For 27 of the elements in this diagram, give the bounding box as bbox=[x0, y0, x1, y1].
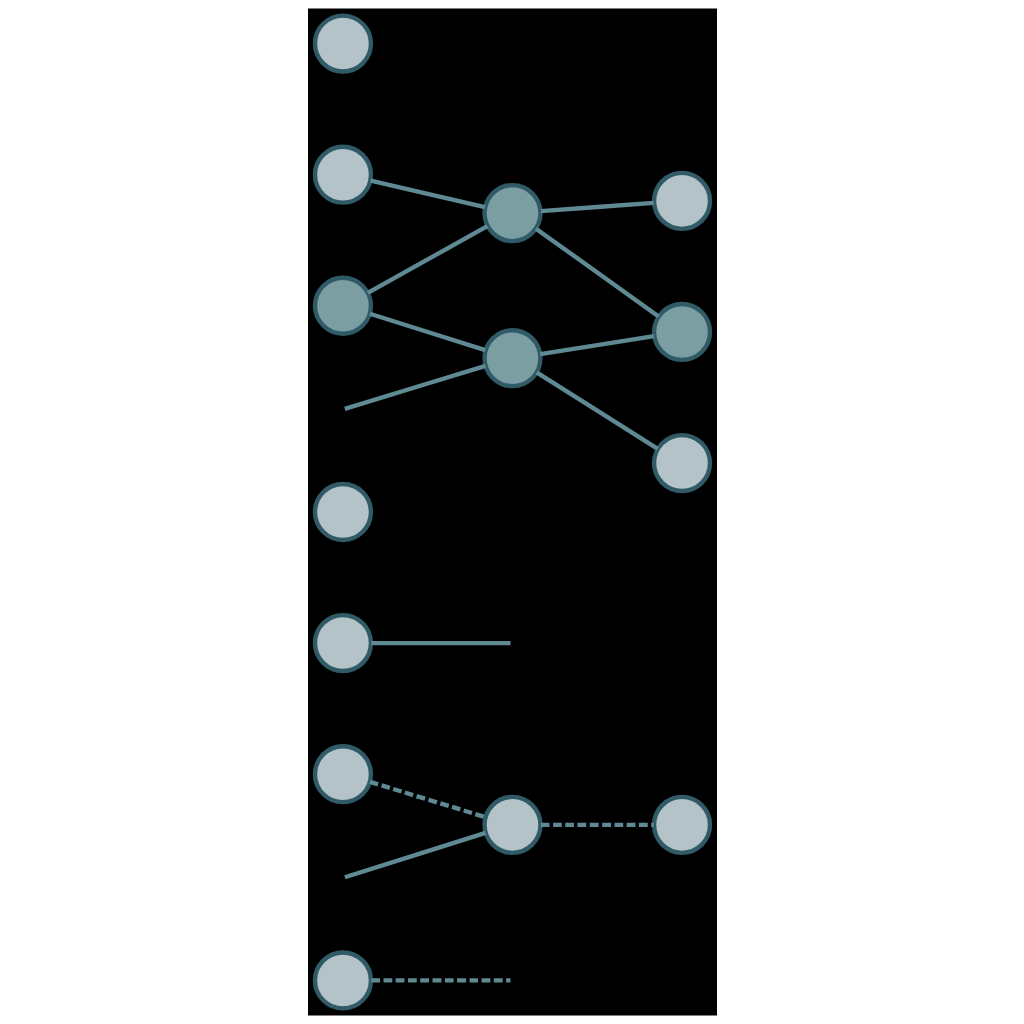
node-circle bbox=[481, 794, 543, 855]
connector bbox=[370, 640, 510, 646]
node-circle bbox=[651, 170, 712, 232]
connector bbox=[534, 370, 659, 451]
node-circle bbox=[312, 481, 373, 543]
connector bbox=[368, 779, 486, 820]
node-circle bbox=[481, 182, 543, 244]
connector bbox=[534, 226, 660, 319]
connector bbox=[540, 822, 654, 828]
connector bbox=[343, 830, 486, 880]
node-circle bbox=[651, 794, 712, 855]
node-circle bbox=[312, 275, 373, 336]
node-circle bbox=[651, 301, 712, 363]
connector bbox=[366, 224, 488, 295]
node-circle bbox=[481, 328, 543, 389]
node-circle bbox=[312, 144, 373, 205]
connector bbox=[368, 311, 486, 353]
connector bbox=[370, 978, 510, 983]
node-circle bbox=[651, 432, 712, 494]
node-circle bbox=[312, 612, 373, 674]
connector bbox=[343, 363, 486, 411]
node-circle bbox=[312, 950, 373, 1011]
connector bbox=[369, 178, 485, 210]
connector bbox=[540, 200, 654, 214]
connector bbox=[539, 333, 654, 357]
node-circle bbox=[312, 744, 373, 805]
node-circle bbox=[312, 13, 373, 74]
